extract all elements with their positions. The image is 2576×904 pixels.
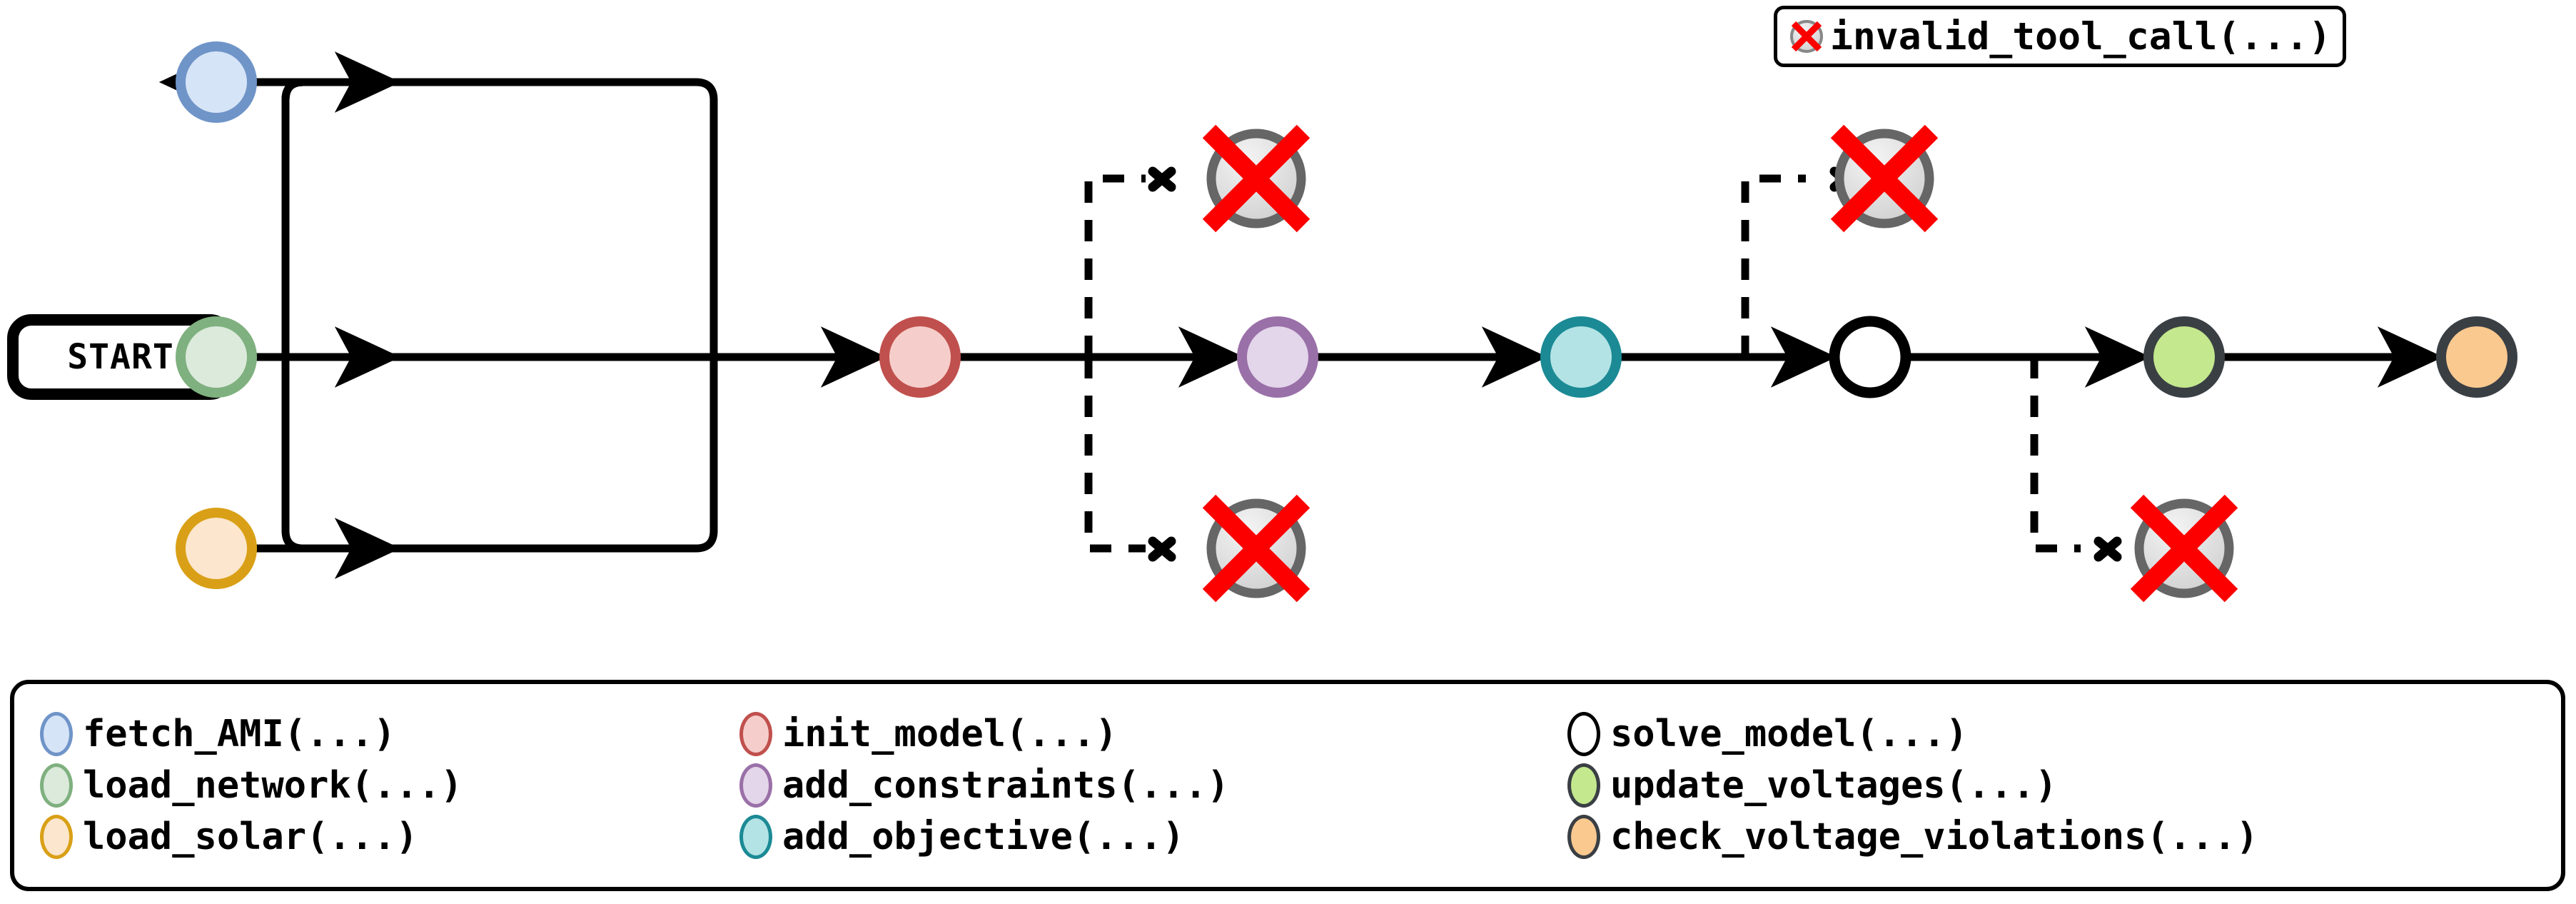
node-solve-model xyxy=(1829,316,1911,398)
edge-invalid-up-1 xyxy=(1084,174,1146,357)
node-init-model xyxy=(879,316,961,398)
edge-invalid-down-2 xyxy=(2030,357,2081,553)
node-load-network xyxy=(176,316,257,398)
crossed-circle-icon xyxy=(1787,17,1826,56)
red-cross-icon xyxy=(1202,124,1310,233)
legend-item: init_model(...) xyxy=(739,708,1567,760)
legend-swatch-icon xyxy=(739,712,772,756)
legend-label: update_voltages(...) xyxy=(1610,764,2058,807)
legend-label: fetch_AMI(...) xyxy=(83,713,396,755)
edges-final xyxy=(228,51,2444,579)
node-fetch-ami xyxy=(176,41,257,123)
legend-label: add_constraints(...) xyxy=(782,764,1230,807)
x-marker-icon xyxy=(1148,166,1176,192)
flow-nodes[interactable] xyxy=(7,41,2517,589)
node-check-violations xyxy=(2436,316,2517,398)
edge-start-fetch-ami xyxy=(281,51,401,357)
legend-item: add_objective(...) xyxy=(739,811,1567,863)
legend-item: add_constraints(...) xyxy=(739,760,1567,811)
invalid-tool-call-node xyxy=(1202,494,1310,603)
invalid-nodes xyxy=(1202,124,2238,603)
invalid-tool-call-badge: invalid_tool_call(...) xyxy=(1774,6,2346,67)
legend-swatch-icon xyxy=(739,815,772,859)
x-marker-icon xyxy=(2093,536,2122,562)
edge-load-solar-merge xyxy=(256,357,718,553)
legend-box: fetch_AMI(...) load_network(...) load_so… xyxy=(10,680,2565,891)
node-add-constraints xyxy=(1237,316,1318,398)
node-update-voltages xyxy=(2143,316,2225,398)
edges-dashed-invalid xyxy=(1084,174,2081,553)
legend-item: load_solar(...) xyxy=(40,811,739,863)
legend-label: add_objective(...) xyxy=(782,815,1185,858)
legend-label: solve_model(...) xyxy=(1610,713,1968,755)
legend-item: load_network(...) xyxy=(40,760,739,811)
red-cross-icon xyxy=(2130,494,2238,603)
invalid-tool-call-node xyxy=(1830,124,1939,233)
edge-fetch-ami-merge xyxy=(256,78,718,357)
red-cross-icon xyxy=(1202,494,1310,603)
edge-start-load-solar xyxy=(281,357,401,579)
x-marker-icon xyxy=(1148,536,1176,562)
node-load-solar xyxy=(176,508,257,589)
legend-column: init_model(...) add_constraints(...) add… xyxy=(739,708,1567,863)
edge-invalid-down-1 xyxy=(1084,357,1146,553)
legend-label: init_model(...) xyxy=(782,713,1118,755)
legend-column: solve_model(...) update_voltages(...) ch… xyxy=(1567,708,2535,863)
legend-swatch-icon xyxy=(40,815,73,859)
legend-swatch-icon xyxy=(739,763,772,808)
node-add-objective xyxy=(1540,316,1622,398)
legend-swatch-icon xyxy=(1567,712,1600,756)
legend-item: fetch_AMI(...) xyxy=(40,708,739,760)
legend-item: check_voltage_violations(...) xyxy=(1567,811,2535,863)
legend-column: fetch_AMI(...) load_network(...) load_so… xyxy=(40,708,739,863)
legend-swatch-icon xyxy=(40,712,73,756)
legend-item: update_voltages(...) xyxy=(1567,760,2535,811)
legend-swatch-icon xyxy=(1567,763,1600,808)
start-label: START xyxy=(67,337,174,377)
red-cross-icon xyxy=(1830,124,1939,233)
legend-label: load_network(...) xyxy=(83,764,463,807)
invalid-tool-call-node xyxy=(1202,124,1310,233)
legend-swatch-icon xyxy=(40,763,73,808)
legend-label: load_solar(...) xyxy=(83,815,418,858)
edge-invalid-up-2 xyxy=(1741,174,1806,357)
legend-item: solve_model(...) xyxy=(1567,708,2535,760)
invalid-tool-call-node xyxy=(2130,494,2238,603)
legend-label: check_voltage_violations(...) xyxy=(1610,815,2258,858)
legend-swatch-icon xyxy=(1567,815,1600,859)
invalid-tool-call-label: invalid_tool_call(...) xyxy=(1830,14,2331,59)
